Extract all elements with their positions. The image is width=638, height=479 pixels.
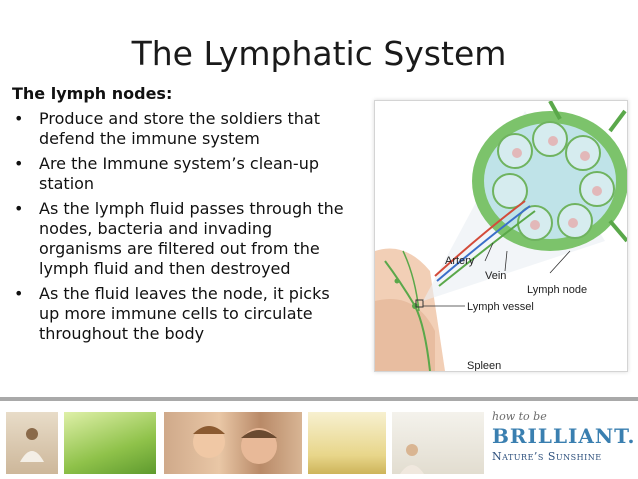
lobule	[492, 173, 528, 209]
afferent-vessel	[608, 109, 627, 133]
father-son-icon	[193, 426, 277, 464]
subheading: The lymph nodes:	[12, 84, 173, 103]
meditation-photo	[6, 412, 58, 474]
footer-divider	[0, 397, 638, 401]
brand-logo: how to be BRILLIANT. Nature’s Sunshine	[492, 410, 636, 463]
bullet-icon: •	[14, 199, 24, 218]
efferent-vessel	[438, 210, 536, 287]
germinal-center	[568, 218, 578, 228]
slide-content: The lymph nodes: • Produce and store the …	[12, 84, 352, 349]
leaf-photo	[64, 412, 156, 474]
bullet-icon: •	[14, 284, 24, 303]
wheat-photo	[308, 412, 386, 474]
germinal-center	[530, 220, 540, 230]
bullet-icon: •	[14, 109, 24, 128]
bullet-item: • As the lymph fluid passes through the n…	[12, 199, 352, 279]
label-artery: Artery	[445, 255, 475, 267]
brand-tagline: how to be	[492, 410, 547, 423]
arm-lymph-vessel	[402, 250, 420, 312]
artery-line	[434, 200, 526, 277]
label-lymph-vessel: Lymph vessel	[467, 301, 534, 313]
bullet-list: • Produce and store the soldiers that def…	[12, 109, 352, 344]
brand-company: Nature’s Sunshine	[492, 450, 602, 463]
outdoor-photo	[392, 412, 484, 474]
lymph-node-illustration: Artery Vein Lymph node Lymph vessel Sple…	[374, 100, 628, 372]
family-photo	[164, 412, 302, 474]
afferent-vessel	[608, 219, 627, 243]
small-node-icon	[394, 278, 400, 284]
germinal-center	[580, 151, 590, 161]
germinal-center	[592, 186, 602, 196]
label-lymph-node: Lymph node	[527, 284, 587, 296]
person-in-field-icon	[400, 444, 424, 474]
bullet-item: • Are the Immune system’s clean-up statio…	[12, 154, 352, 194]
label-vein: Vein	[485, 270, 506, 282]
vein-line	[436, 205, 531, 282]
germinal-center	[512, 148, 522, 158]
bullet-text: Are the Immune system’s clean-up station	[39, 154, 319, 193]
bullet-icon: •	[14, 154, 24, 173]
bullet-item: • Produce and store the soldiers that def…	[12, 109, 352, 149]
afferent-vessel	[548, 101, 562, 120]
lymph-node-diagram: Artery Vein Lymph node Lymph vessel Sple…	[375, 101, 627, 371]
artery-leader	[484, 242, 494, 262]
vein-leader	[504, 250, 508, 272]
lymph-node-leader	[549, 250, 571, 274]
brand-name: BRILLIANT.	[492, 424, 636, 448]
bullet-item: • As the fluid leaves the node, it picks …	[12, 284, 352, 344]
small-node-icon	[412, 303, 418, 309]
zoom-marker	[415, 299, 424, 308]
meditating-person-icon	[20, 428, 44, 462]
germinal-center	[548, 136, 558, 146]
slide-title: The Lymphatic System	[131, 34, 507, 73]
bullet-text: As the fluid leaves the node, it picks u…	[39, 284, 330, 343]
bullet-text: As the lymph fluid passes through the no…	[39, 199, 344, 278]
bullet-text: Produce and store the soldiers that defe…	[39, 109, 320, 148]
label-spleen: Spleen	[467, 360, 501, 371]
